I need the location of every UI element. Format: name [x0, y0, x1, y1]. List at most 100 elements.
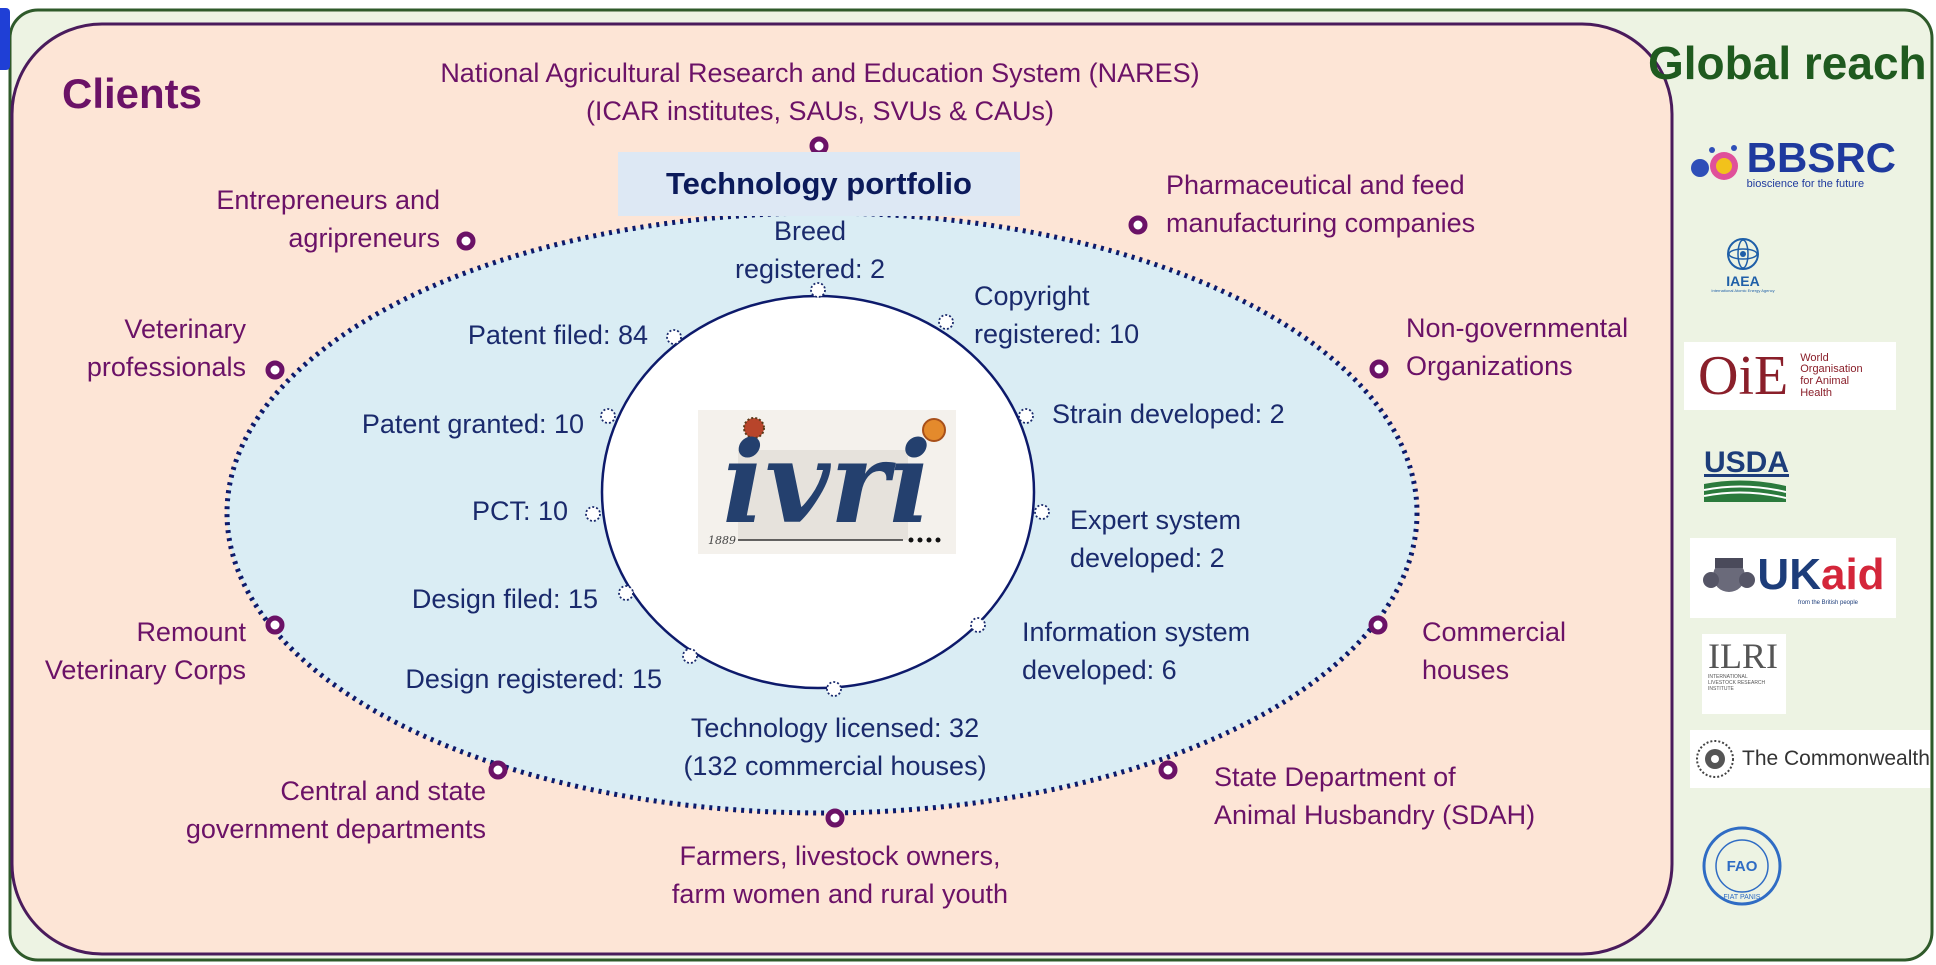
fao-name: FAO: [1727, 858, 1758, 875]
portfolio-licensed: Technology licensed: 32 (132 commercial …: [640, 709, 1030, 785]
portfolio-line: Design filed: 15: [411, 584, 598, 614]
client-farmers: Farmers, livestock owners, farm women an…: [630, 837, 1050, 913]
client-line: Farmers, livestock owners,: [679, 841, 1001, 871]
technology-portfolio-title: Technology portfolio: [618, 152, 1020, 216]
client-line: Organizations: [1406, 351, 1573, 381]
usda-name: USDA: [1704, 446, 1790, 479]
fao-tagline: FIAT PANIS: [1724, 894, 1761, 901]
emblem-icon: [743, 417, 765, 439]
portfolio-copyright: Copyright registered: 10: [974, 277, 1194, 353]
portfolio-expert: Expert system developed: 2: [1070, 501, 1310, 577]
portfolio-patent-granted: Patent granted: 10: [300, 405, 584, 443]
portfolio-marker-dot: [970, 617, 986, 633]
oie-tagline-line: Health: [1800, 386, 1833, 399]
portfolio-pct: PCT: 10: [420, 492, 568, 530]
oie-logo: OiE World Organisation for Animal Health: [1684, 342, 1896, 410]
oie-tagline-line: Organisation: [1800, 363, 1863, 376]
portfolio-strain: Strain developed: 2: [1052, 395, 1352, 433]
client-line: manufacturing companies: [1166, 208, 1476, 238]
client-marker-dot: [265, 615, 285, 635]
client-marker-dot: [1158, 760, 1178, 780]
client-line: Pharmaceutical and feed: [1166, 170, 1465, 200]
client-line: Animal Husbandry (SDAH): [1214, 800, 1536, 830]
client-marker-dot: [1368, 615, 1388, 635]
client-line: Veterinary Corps: [44, 655, 246, 685]
marker-dots: [265, 136, 1389, 828]
portfolio-line: Design registered: 15: [405, 664, 662, 694]
usda-logo: USDA: [1704, 446, 1790, 508]
fao-icon: FAO FIAT PANIS: [1702, 826, 1782, 906]
bbsrc-tagline: bioscience for the future: [1746, 177, 1865, 190]
client-marker-dot: [1128, 215, 1148, 235]
portfolio-marker-dot: [600, 408, 616, 424]
portfolio-line: registered: 2: [734, 254, 886, 284]
client-line: agripreneurs: [288, 223, 440, 253]
ivri-logo: ivri 1889: [698, 410, 956, 554]
client-line: (ICAR institutes, SAUs, SVUs & CAUs): [585, 96, 1055, 126]
client-nares: National Agricultural Research and Educa…: [380, 54, 1260, 130]
iaea-tagline: International Atomic Energy Agency: [1711, 288, 1775, 294]
portfolio-line: Information system: [1022, 617, 1251, 647]
royal-crest-icon: [1703, 558, 1756, 592]
bbsrc-name: BBSRC: [1746, 133, 1896, 181]
portfolio-line: Technology licensed: 32: [690, 713, 980, 743]
seal-icon: [922, 418, 946, 442]
portfolio-line: Patent granted: 10: [361, 409, 584, 439]
ukaid-logo: UK aid from the British people: [1690, 538, 1896, 618]
client-line: Remount: [136, 617, 246, 647]
ukaid-tagline: from the British people: [1797, 600, 1859, 606]
portfolio-marker-dot: [1018, 408, 1034, 424]
portfolio-design-registered: Design registered: 15: [340, 660, 662, 698]
ukaid-aid: aid: [1820, 550, 1885, 599]
global-reach-title: Global reach: [1648, 37, 1927, 89]
portfolio-line: Copyright: [974, 281, 1090, 311]
client-commercial: Commercial houses: [1422, 613, 1622, 689]
client-line: National Agricultural Research and Educa…: [440, 58, 1200, 88]
portfolio-marker-dot: [826, 681, 842, 697]
iaea-logo: IAEA International Atomic Energy Agency: [1698, 234, 1788, 300]
portfolio-line: developed: 2: [1070, 543, 1225, 573]
oie-tagline-line: World: [1800, 351, 1829, 364]
portfolio-line: developed: 6: [1022, 655, 1177, 685]
client-line: State Department of: [1214, 762, 1456, 792]
commonwealth-logo: The Commonwealth: [1690, 730, 1930, 788]
client-line: professionals: [86, 352, 246, 382]
portfolio-line: Patent filed: 84: [467, 320, 648, 350]
oie-name: OiE: [1698, 345, 1789, 407]
commonwealth-globe-icon: [1696, 740, 1734, 778]
bbsrc-logo: BBSRC bioscience for the future: [1686, 134, 1896, 192]
client-line: Non-governmental: [1406, 313, 1629, 343]
founding-year: 1889: [708, 534, 736, 547]
ilri-tagline: INTERNATIONAL LIVESTOCK RESEARCH INSTITU…: [1708, 674, 1766, 692]
clients-title: Clients: [62, 70, 203, 117]
commonwealth-name: The Commonwealth: [1742, 747, 1930, 770]
ivri-logo-art: ivri 1889: [708, 417, 946, 549]
client-sdah: State Department of Animal Husbandry (SD…: [1214, 758, 1554, 834]
bbsrc-icon: [1691, 145, 1738, 180]
client-remount: Remount Veterinary Corps: [20, 613, 246, 689]
ukaid-uk: UK: [1757, 550, 1821, 599]
iaea-icon: [1727, 238, 1759, 270]
client-line: Commercial: [1422, 617, 1567, 647]
portfolio-breed: Breed registered: 2: [690, 212, 930, 288]
client-marker-dot: [825, 808, 845, 828]
portfolio-marker-dot: [810, 282, 826, 298]
portfolio-line: PCT: 10: [471, 496, 568, 526]
portfolio-line: (132 commercial houses): [683, 751, 987, 781]
client-marker-dot: [809, 136, 829, 156]
portfolio-marker-dot: [1034, 504, 1050, 520]
portfolio-patent-filed: Patent filed: 84: [400, 316, 648, 354]
client-marker-dot: [265, 360, 285, 380]
portfolio-marker-dot: [618, 585, 634, 601]
client-marker-dot: [456, 231, 476, 251]
client-line: houses: [1422, 655, 1510, 685]
portfolio-marker-dot: [682, 648, 698, 664]
client-govt: Central and state government departments: [130, 772, 486, 848]
portfolio-marker-dot: [585, 506, 601, 522]
fao-logo: FAO FIAT PANIS: [1700, 824, 1784, 908]
client-line: farm women and rural youth: [671, 879, 1009, 909]
client-pharma: Pharmaceutical and feed manufacturing co…: [1166, 166, 1566, 242]
client-marker-dot: [1369, 359, 1389, 379]
client-line: Veterinary: [124, 314, 246, 344]
